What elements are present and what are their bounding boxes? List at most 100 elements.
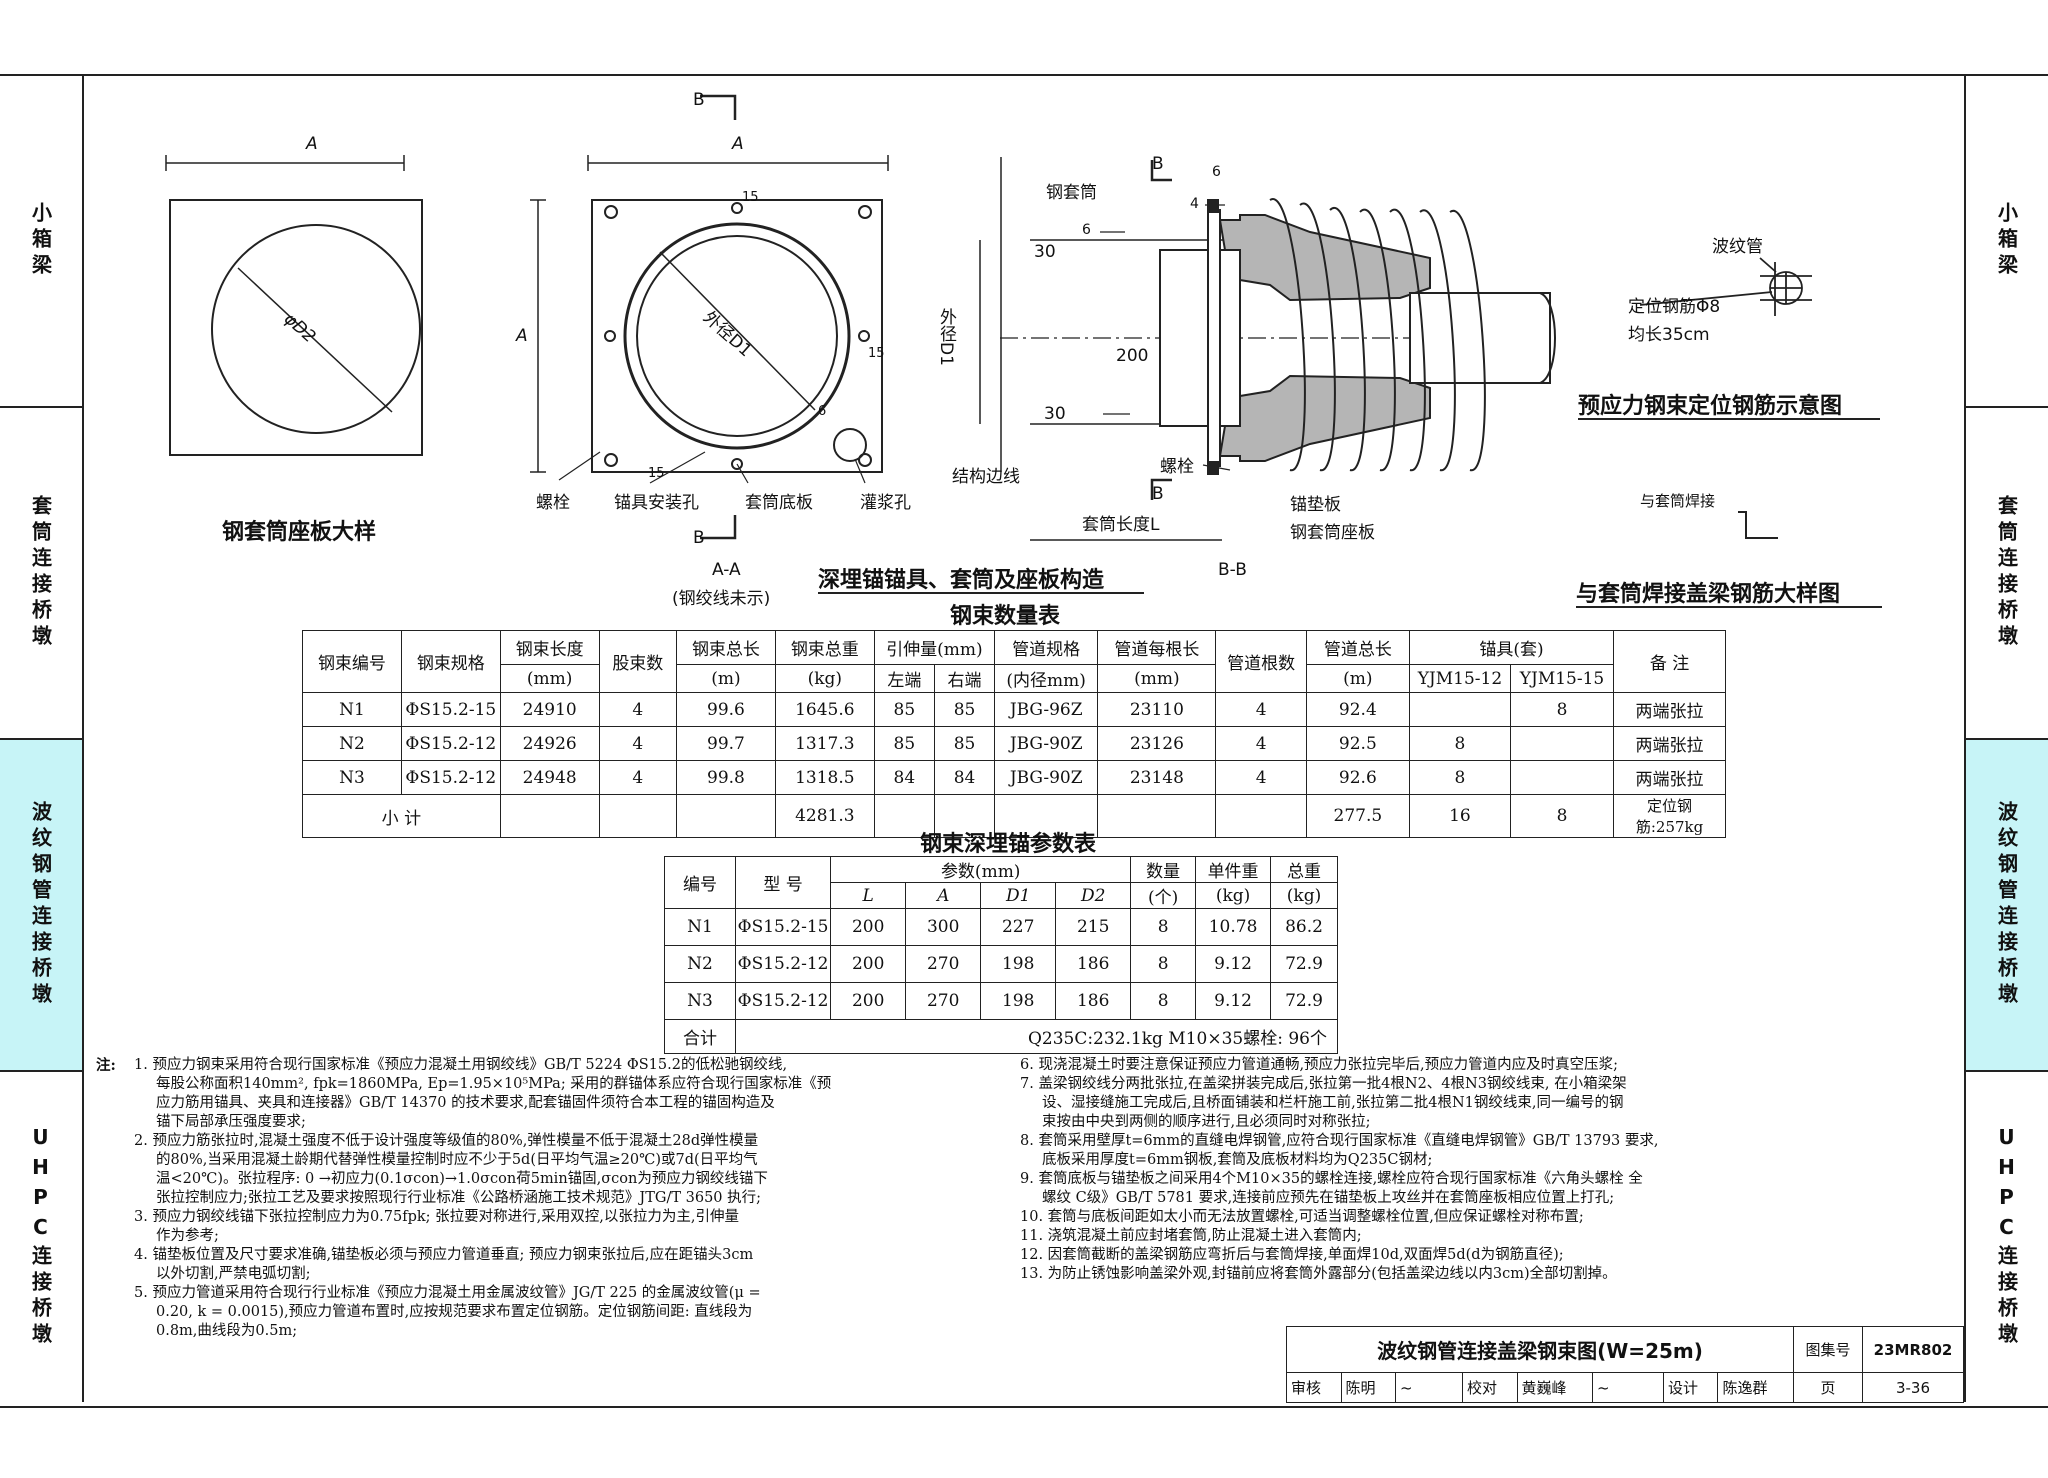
structure-edge-label: 结构边线 — [952, 467, 1020, 487]
cell: 227 — [980, 908, 1057, 946]
positioning-bar-label: 定位钢筋Φ8 — [1628, 297, 1721, 317]
aa-dim-15c: 15 — [648, 466, 665, 481]
cell: N2 — [664, 945, 736, 983]
bb-b-mark-bottom: B — [1152, 484, 1164, 504]
cell: 23148 — [1097, 760, 1217, 795]
cell: 186 — [1055, 982, 1132, 1020]
positioning-title: 预应力钢束定位钢筋示意图 — [1578, 394, 1843, 419]
cell: ΦS15.2-12 — [734, 982, 832, 1020]
cell: 24926 — [499, 726, 600, 761]
note-line: 设、湿接缝施工完成后,且桥面铺装和栏杆施工前,张拉第二批4根N1钢绞线束,同一编… — [1042, 1095, 1624, 1111]
atlas-number: 23MR802 — [1862, 1326, 1964, 1373]
cell: 1318.5 — [774, 760, 875, 795]
note-line: 锚下局部承压强度要求; — [156, 1114, 306, 1130]
cell: 72.9 — [1270, 945, 1338, 983]
weld-title-underline — [1576, 606, 1882, 608]
total-label: 合计 — [664, 1019, 736, 1054]
right-sidebar-section-2[interactable]: 套筒连接桥墩 — [1964, 408, 2048, 740]
cell: 8 — [1130, 908, 1197, 946]
cell: 84 — [933, 760, 996, 795]
th2-id: 编号 — [664, 856, 736, 909]
right-sidebar-section-3-active[interactable]: 波纹钢管连接桥墩 — [1964, 740, 2048, 1072]
th-duct-total: 管道总长 — [1305, 630, 1410, 665]
cell: N3 — [664, 982, 736, 1020]
th-a1: YJM15-12 — [1408, 664, 1511, 693]
table1-header-row-1: 钢束编号 钢束规格 钢束长度 股束数 钢束总长 钢束总重 引伸量(mm) 管道规… — [302, 630, 1726, 693]
aa-dim-6: 6 — [818, 404, 827, 419]
title-block: 波纹钢管连接盖梁钢束图(W=25m) 图集号 23MR802 审核 陈明 ~ 校… — [1286, 1326, 1964, 1403]
cell — [1509, 726, 1615, 761]
cell: 4 — [598, 760, 678, 795]
note-line: 11. 浇筑混凝土前应封堵套筒,防止混凝土进入套筒内; — [1020, 1228, 1362, 1244]
aa-section-label: A-A — [712, 560, 741, 580]
cell: 两端张拉 — [1613, 692, 1726, 727]
sidebar-section-3-active[interactable]: 波纹钢管连接桥墩 — [0, 740, 84, 1072]
note-line: 每股公称面积140mm², fpk=1860MPa, Ep=1.95×10⁵MP… — [156, 1076, 832, 1092]
cell: 92.6 — [1305, 760, 1410, 795]
bb-dim-6-side: 6 — [1082, 222, 1091, 238]
aa-section-note: (钢绞线未示) — [672, 589, 771, 609]
weld-detail — [1738, 511, 1778, 539]
cell: 两端张拉 — [1613, 760, 1726, 795]
th-anchor: 锚具(套) — [1408, 630, 1615, 665]
cell — [676, 794, 776, 838]
cell: 99.7 — [676, 726, 776, 761]
bb-dim-30-bottom: 30 — [1044, 404, 1066, 424]
note-line: 底板采用厚度t=6mm钢板,套筒及底板材料均为Q235C钢材; — [1042, 1152, 1433, 1168]
sidebar-section-4[interactable]: UHPC连接桥墩 — [0, 1072, 84, 1402]
aa-dim-a-side: A — [516, 326, 528, 346]
cell: 85 — [873, 692, 935, 727]
cell: 8 — [1130, 945, 1197, 983]
cell: 85 — [933, 692, 996, 727]
th-duct-len: 管道每根长 — [1097, 630, 1217, 665]
cell: 4 — [598, 726, 678, 761]
note-line: 束按由中央到两侧的顺序进行,且必须同时对称张拉; — [1042, 1114, 1371, 1130]
anchor-plate-label: 锚垫板 — [1290, 495, 1341, 515]
check-label: 校对 — [1462, 1372, 1518, 1403]
subtotal-weight: 4281.3 — [774, 794, 875, 838]
tendon-quantity-table: 钢束编号 钢束规格 钢束长度 股束数 钢束总长 钢束总重 引伸量(mm) 管道规… — [302, 630, 1726, 838]
anchor-parameter-table: 编号 型 号 参数(mm) 数量 单件重 总重 L A D1 D2 (个) (k… — [664, 856, 1339, 1054]
note-line: 7. 盖梁钢绞线分两批张拉,在盖梁拼装完成后,张拉第一批4根N2、4根N3钢绞线… — [1020, 1076, 1627, 1092]
cell — [994, 794, 1099, 838]
cell: 8 — [1408, 726, 1511, 761]
cell: 9.12 — [1195, 982, 1272, 1020]
table2-total-row: 合计 Q235C:232.1kg M10×35螺栓: 96个 — [664, 1019, 1339, 1054]
cell — [1408, 692, 1511, 727]
table1-header-row-2: (mm) (m) (kg) 左端 右端 (内径mm) (mm) (m) YJM1… — [303, 664, 1726, 693]
cell: 10.78 — [1195, 908, 1272, 946]
note-line: 作为参考; — [156, 1228, 219, 1244]
th-strands: 股束数 — [598, 630, 678, 693]
aa-dim-a-top: A — [732, 134, 744, 154]
cell — [499, 794, 600, 838]
table2-title: 钢束深埋锚参数表 — [920, 832, 1097, 857]
th2-qty-unit: (个) — [1130, 882, 1197, 909]
cell: ΦS15.2-15 — [400, 692, 501, 727]
sidebar-section-1[interactable]: 小箱梁 — [0, 76, 84, 408]
note-line: 应力筋用锚具、夹具和连接器》GB/T 14370 的技术要求,配套锚固件须符合本… — [156, 1095, 775, 1111]
th-total-len: 钢束总长 — [676, 630, 776, 665]
cell: 1317.3 — [774, 726, 875, 761]
note-line: 3. 预应力钢绞线锚下张拉控制应力为0.75fpk; 张拉要对称进行,采用双控,… — [134, 1209, 739, 1225]
th-left: 左端 — [873, 664, 935, 693]
bb-dim-6-top: 6 — [1212, 164, 1221, 180]
right-sidebar-section-4[interactable]: UHPC连接桥墩 — [1964, 1072, 2048, 1402]
th2-unit-wt: 单件重 — [1195, 856, 1272, 883]
note-line: 张拉控制应力;张拉工艺及要求按照现行行业标准《公路桥涵施工技术规范》JTG/T … — [156, 1190, 762, 1206]
cell: N1 — [302, 692, 402, 727]
cell: 86.2 — [1270, 908, 1338, 946]
subtotal-label: 小 计 — [302, 794, 501, 838]
cell — [598, 794, 678, 838]
cell — [933, 794, 996, 838]
cell: JBG-90Z — [994, 760, 1099, 795]
cell: 85 — [873, 726, 935, 761]
construction-figures — [165, 94, 1812, 541]
cell: 84 — [873, 760, 935, 795]
cell — [873, 794, 935, 838]
sidebar-section-2[interactable]: 套筒连接桥墩 — [0, 408, 84, 740]
right-sidebar-section-1[interactable]: 小箱梁 — [1964, 76, 2048, 408]
th2-total-wt-unit: (kg) — [1270, 882, 1338, 909]
